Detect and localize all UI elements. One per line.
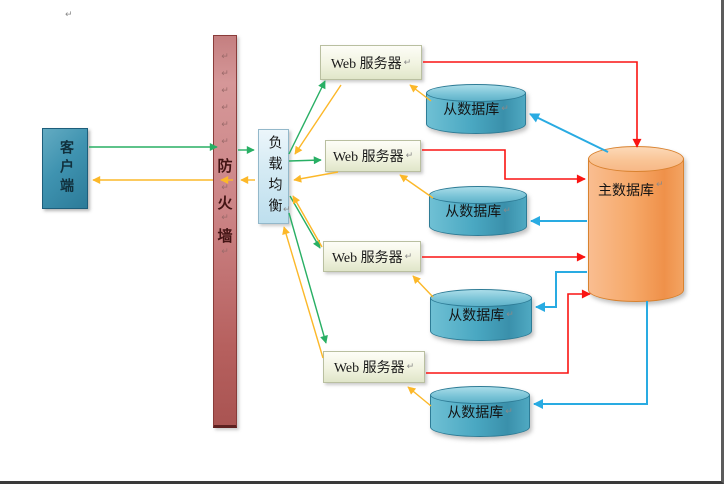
client-label: 客户端: [58, 140, 73, 197]
slave-db-label: 从数据库: [445, 205, 502, 220]
web-server-box-2: Web 服务器↵: [325, 140, 421, 172]
arrow-master-db-to-slave-db-3: [535, 271, 587, 312]
master-db-label: 主数据库: [598, 184, 654, 199]
paragraph-mark: ↵: [221, 120, 229, 130]
arrow-slave-db-4-to-web-server-4: [407, 386, 432, 407]
web-server-label: Web 服务器: [333, 361, 405, 376]
firewall-bar: ↵ ↵ ↵ ↵ ↵ ↵ 防 ↵ 火 ↵ 墙 ↵: [213, 35, 237, 428]
paragraph-mark: ↵: [221, 69, 229, 79]
arrow-web-server-2-to-load-balancer: [293, 171, 339, 183]
paragraph-mark: ↵: [221, 86, 229, 96]
paragraph-mark: ↵: [221, 103, 229, 113]
paragraph-mark: ↵: [221, 183, 229, 193]
slave-db-cylinder-3: 从数据库↵: [430, 289, 532, 341]
arrow-load-balancer-to-web-server-1: [288, 80, 326, 155]
arrow-load-balancer-to-web-server-2: [288, 156, 322, 165]
arrow-web-server-4-to-load-balancer: [282, 226, 324, 359]
arrow-load-balancer-to-web-server-4: [288, 212, 328, 344]
cylinder-body: [588, 159, 684, 302]
arrow-load-balancer-to-web-server-3: [289, 195, 321, 249]
web-server-box-3: Web 服务器↵: [323, 241, 421, 272]
web-server-label: Web 服务器: [331, 250, 403, 266]
arrow-web-server-2-to-master-db: [422, 149, 586, 184]
paragraph-mark: ↵: [406, 362, 415, 372]
web-server-box-1: Web 服务器↵: [320, 45, 422, 80]
slave-db-label: 从数据库: [447, 405, 504, 421]
firewall-char-2: 火: [217, 196, 233, 212]
web-server-label: Web 服务器: [332, 150, 404, 165]
paragraph-mark: ↵: [221, 213, 229, 223]
load-balancer-box: 负载均衡: [258, 129, 289, 224]
slave-db-label: 从数据库: [448, 309, 505, 324]
paragraph-mark: ↵: [405, 151, 414, 161]
web-server-box-4: Web 服务器↵: [323, 351, 425, 383]
paragraph-mark: ↵: [506, 310, 514, 320]
paragraph-mark: ↵: [221, 137, 229, 147]
slave-db-cylinder-1: 从数据库↵: [426, 84, 526, 134]
paragraph-mark: ↵: [505, 406, 513, 417]
paragraph-mark: ↵: [503, 206, 511, 216]
paragraph-mark: ↵: [221, 52, 229, 62]
firewall-char-3: 墙: [217, 229, 233, 245]
slave-db-label: 从数据库: [443, 103, 500, 118]
web-server-label: Web 服务器: [330, 56, 402, 72]
paragraph-mark: ↵: [404, 251, 413, 262]
slave-db-cylinder-4: 从数据库↵: [430, 386, 530, 437]
paragraph-mark: ↵: [403, 57, 412, 68]
load-balancer-label: 负载均衡: [266, 134, 282, 219]
firewall-char-1: 防: [217, 159, 233, 175]
master-db-cylinder: 主数据库↵: [588, 146, 684, 302]
paragraph-mark: ↵: [501, 104, 509, 114]
slave-db-cylinder-2: 从数据库↵: [429, 186, 527, 236]
paragraph-mark: ↵: [221, 247, 229, 257]
paragraph-mark: ↵: [283, 205, 291, 215]
client-box: 客户端: [42, 128, 88, 209]
paragraph-mark: ↵: [656, 180, 664, 190]
arrow-web-server-3-to-load-balancer: [292, 195, 323, 248]
paragraph-mark: ↵: [65, 10, 73, 20]
arrow-master-db-to-slave-db-4: [533, 301, 648, 409]
